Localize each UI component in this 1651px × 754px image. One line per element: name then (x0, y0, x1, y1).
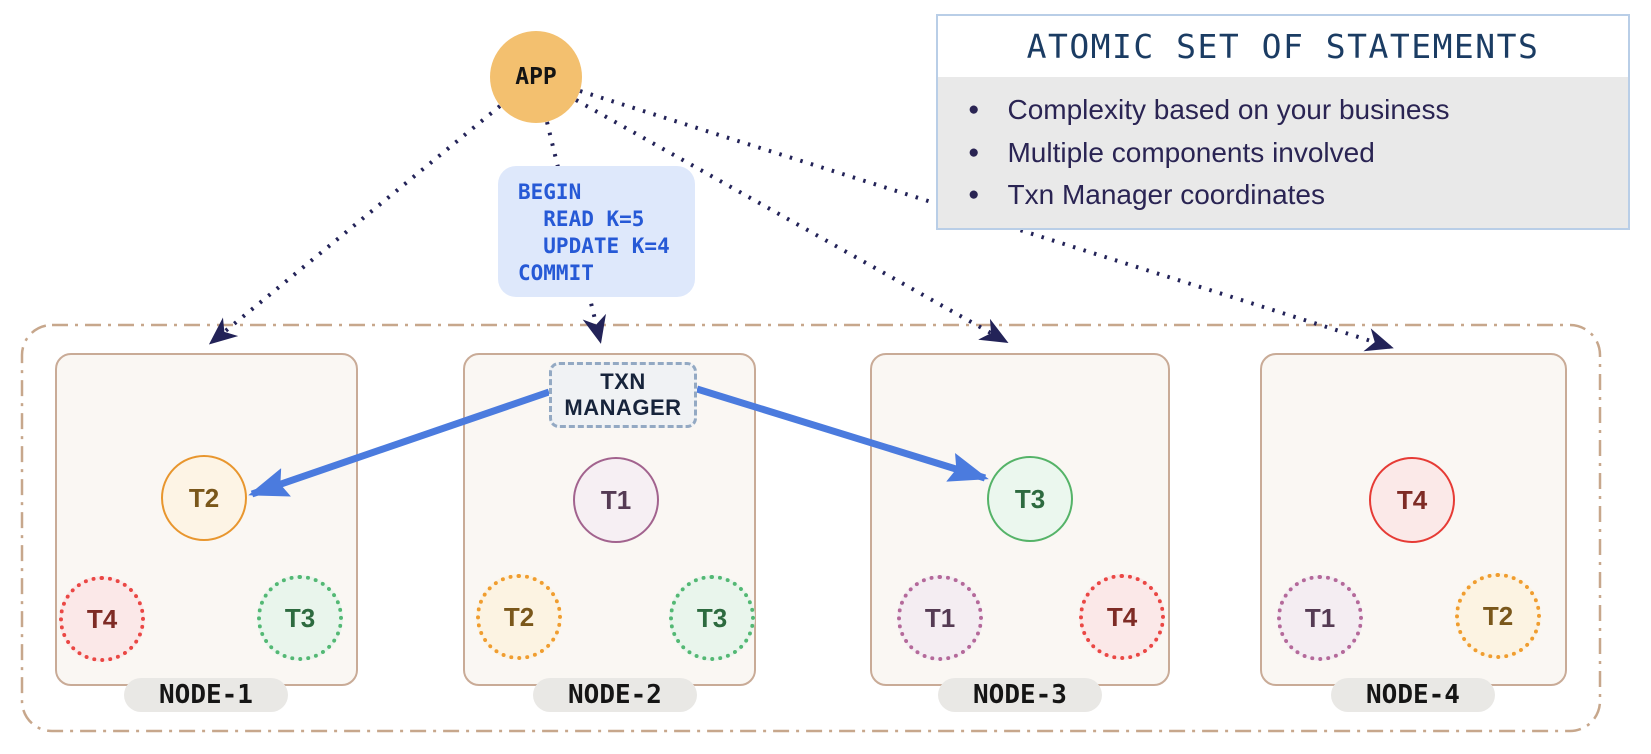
txn-circle-t1-node2: T1 (573, 457, 659, 543)
txn-circle-t3-node3: T3 (987, 456, 1073, 542)
txn-label: T1 (1304, 602, 1336, 633)
txn-circle-t2-node2: T2 (476, 574, 562, 660)
bullet-dot-icon: ● (968, 184, 980, 206)
node-4-label-pill: NODE-4 (1331, 678, 1495, 712)
txn-label: T2 (188, 482, 220, 513)
txn-circle-t4-node3: T4 (1079, 574, 1165, 660)
bullet-text: Multiple components involved (1007, 136, 1375, 168)
txn-circle-t1-node3: T1 (897, 575, 983, 661)
bullet-dot-icon: ● (968, 98, 980, 120)
txn-circle-t2-node4: T2 (1455, 573, 1541, 659)
code-line: READ K=5 (518, 207, 645, 231)
node-3-label-pill: NODE-3 (938, 678, 1102, 712)
node-label: NODE-4 (1366, 680, 1460, 710)
txn-label: T2 (1482, 600, 1514, 631)
node-label: NODE-1 (159, 680, 253, 710)
txn-label: T1 (600, 484, 632, 515)
code-line: UPDATE K=4 (518, 234, 670, 258)
node-label: NODE-3 (973, 680, 1067, 710)
app-label: APP (515, 64, 557, 90)
txn-label: T3 (696, 602, 728, 633)
txn-label: T3 (284, 602, 316, 633)
txn-label: T2 (503, 601, 535, 632)
txn-label: T4 (1396, 484, 1428, 515)
txn-label: T4 (1106, 601, 1138, 632)
bullet-item: ● Multiple components involved (968, 137, 1618, 169)
node-1-label-pill: NODE-1 (124, 678, 288, 712)
bullet-text: Complexity based on your business (1007, 93, 1450, 125)
code-line: COMMIT (518, 261, 594, 285)
bullet-item: ● Txn Manager coordinates (968, 179, 1618, 211)
info-box-title: ATOMIC SET OF STATEMENTS (938, 16, 1628, 77)
txn-circle-t3-node1: T3 (257, 575, 343, 661)
info-box-body: ● Complexity based on your business ● Mu… (938, 77, 1628, 228)
node-label: NODE-2 (568, 680, 662, 710)
txn-manager-label: TXN MANAGER (564, 369, 682, 420)
sql-code-block: BEGIN READ K=5 UPDATE K=4 COMMIT (498, 166, 695, 297)
atomic-statements-info-box: ATOMIC SET OF STATEMENTS ● Complexity ba… (936, 14, 1630, 230)
bullet-text: Txn Manager coordinates (1007, 179, 1325, 211)
bullet-item: ● Complexity based on your business (968, 94, 1618, 126)
bullet-dot-icon: ● (968, 141, 980, 163)
txn-circle-t2-node1: T2 (161, 455, 247, 541)
node-2-label-pill: NODE-2 (533, 678, 697, 712)
txn-circle-t1-node4: T1 (1277, 575, 1363, 661)
txn-label: T3 (1014, 483, 1046, 514)
app-node: APP (490, 31, 582, 123)
app-to-node1-arrow (208, 104, 502, 345)
code-line: BEGIN (518, 180, 582, 204)
txn-label: T4 (86, 603, 118, 634)
txn-circle-t3-node2: T3 (669, 575, 755, 661)
txn-label: T1 (924, 602, 956, 633)
txn-manager-box: TXN MANAGER (549, 362, 697, 428)
txn-circle-t4-node1: T4 (59, 576, 145, 662)
txn-circle-t4-node4: T4 (1369, 457, 1455, 543)
